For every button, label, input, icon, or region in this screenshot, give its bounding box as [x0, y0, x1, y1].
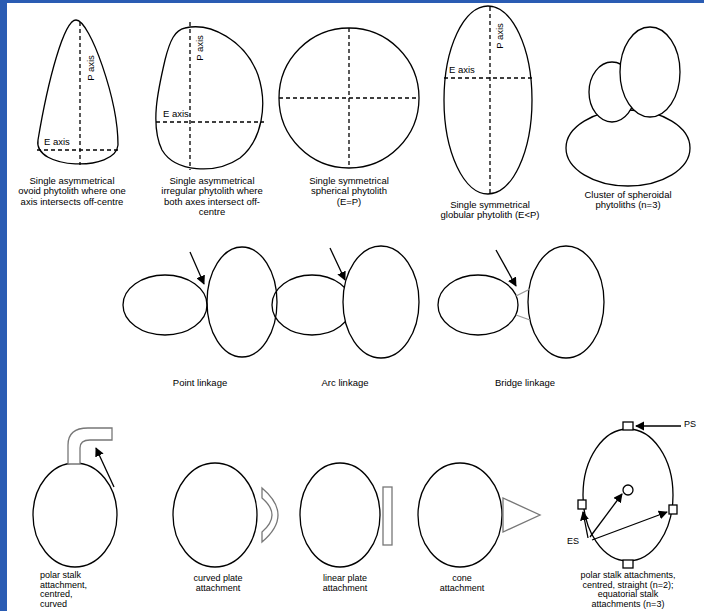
- phytolith-body: [583, 429, 673, 561]
- leader-arrow: [96, 448, 114, 487]
- curved-plate: [262, 488, 278, 542]
- axis-label: E axis: [449, 65, 475, 75]
- e-axis-line: [444, 77, 532, 78]
- figure-caption: linear plate attachment: [316, 574, 374, 593]
- axis-label: P axis: [495, 23, 505, 49]
- axis-line: [279, 97, 419, 98]
- globular-phytolith: [444, 6, 532, 194]
- linked-phytolith: [123, 275, 207, 335]
- p-axis-line: [489, 7, 490, 193]
- bridge-line: [516, 315, 530, 320]
- linked-phytolith: [272, 275, 352, 335]
- figure-caption: Bridge linkage: [470, 378, 580, 388]
- leader-arrow: [330, 248, 345, 280]
- polar-stalk: [623, 560, 633, 568]
- linked-phytolith: [207, 247, 277, 357]
- linked-phytolith: [438, 275, 518, 335]
- linked-phytolith: [528, 246, 604, 358]
- linked-phytolith: [343, 246, 419, 358]
- figure-caption: Point linkage: [145, 378, 255, 388]
- figure-caption: Single symmetrical spherical phytolith (…: [299, 176, 399, 207]
- figure-caption: polar stalk attachment, centred, curved: [40, 571, 92, 609]
- axis-label: E axis: [44, 137, 70, 147]
- axis-label: E axis: [163, 109, 189, 119]
- cluster-phytolith: [620, 27, 680, 117]
- spherical-phytolith: [279, 28, 419, 168]
- figure-caption: Single symmetrical globular phytolith (E…: [440, 200, 540, 221]
- bridge-line: [516, 289, 530, 296]
- phytolith-body: [33, 463, 117, 567]
- figure-caption: polar stalk attachments, centred, straig…: [576, 571, 680, 609]
- callout-label: PS: [684, 420, 696, 430]
- figure-caption: Cluster of spheroidal phytoliths (n=3): [572, 190, 684, 211]
- ovoid-phytolith: [38, 20, 118, 164]
- leader-arrow: [496, 250, 516, 286]
- leader-arrow: [636, 425, 681, 426]
- phytolith-body: [300, 463, 380, 567]
- figure-caption: Single asymmetrical ovoid phytolith wher…: [17, 176, 127, 207]
- cluster-phytolith: [566, 110, 690, 186]
- e-axis-line: [37, 149, 118, 150]
- e-axis-line: [156, 121, 264, 122]
- irregular-phytolith: [156, 27, 263, 169]
- equatorial-stalk: [623, 485, 633, 495]
- figure-caption: cone attachment: [433, 574, 491, 593]
- curved-stalk: [68, 428, 112, 464]
- figure-caption: curved plate attachment: [189, 574, 247, 593]
- phytolith-body: [418, 463, 502, 567]
- figure-caption: Arc linkage: [290, 378, 400, 388]
- axis-label: P axis: [195, 35, 205, 61]
- leader-arrow: [190, 252, 204, 284]
- linear-plate: [383, 487, 392, 545]
- callout-label: ES: [567, 537, 579, 547]
- axis-label: P axis: [86, 55, 96, 81]
- equatorial-stalk: [578, 500, 586, 509]
- equatorial-stalk: [669, 505, 677, 514]
- phytolith-body: [173, 463, 257, 567]
- p-axis-line: [79, 22, 80, 165]
- cone: [503, 498, 540, 532]
- leader-arrow: [592, 512, 667, 540]
- p-axis-line: [189, 22, 190, 170]
- leader-arrow: [583, 512, 588, 538]
- figure-caption: Single asymmetrical irregular phytolith …: [160, 176, 264, 218]
- polar-stalk: [623, 422, 633, 430]
